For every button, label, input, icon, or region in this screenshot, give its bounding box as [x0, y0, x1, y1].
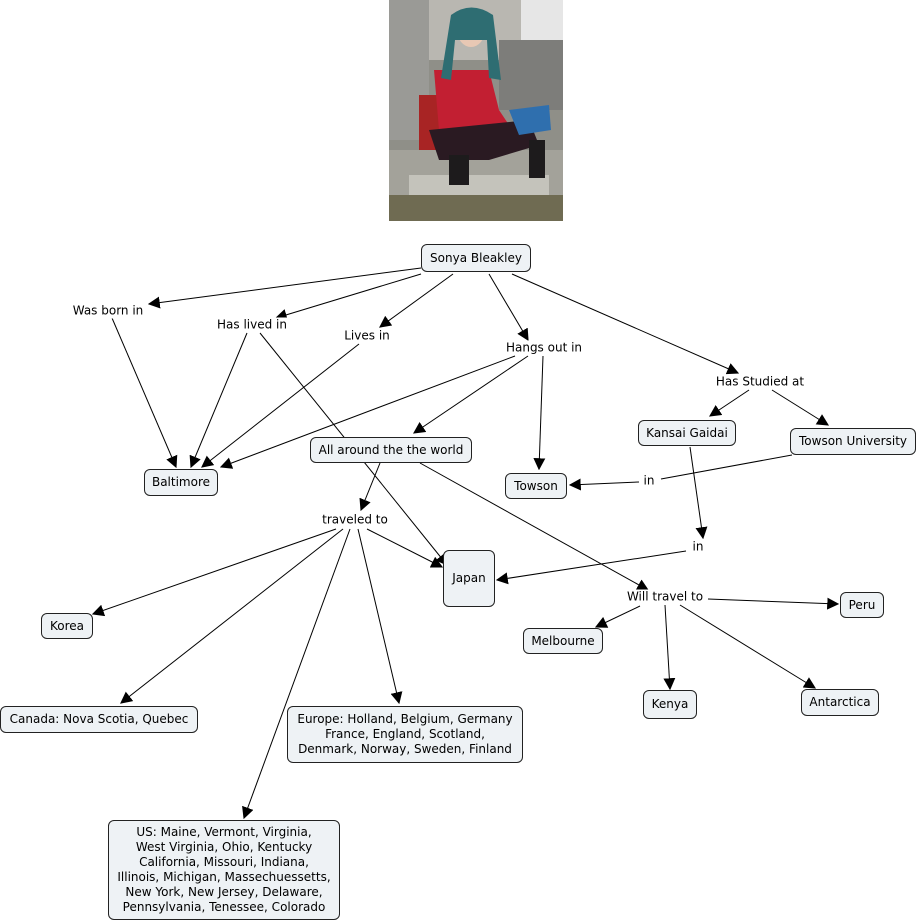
- concept-antarctica[interactable]: Antarctica: [801, 689, 879, 716]
- link-has-studied-at: Has Studied at: [713, 374, 807, 390]
- edge-traveled-to-europe: [357, 528, 403, 705]
- edge-hangs-to-baltimore: [219, 355, 516, 469]
- edge-will-to-peru: [707, 597, 840, 610]
- edge-studied-to-kansai: [709, 389, 750, 417]
- edge-sonya-to-lived: [274, 273, 422, 321]
- concept-peru[interactable]: Peru: [840, 592, 884, 618]
- concept-melbourne[interactable]: Melbourne: [523, 628, 603, 654]
- edge-will-to-kenya: [663, 604, 676, 691]
- profile-photo: [389, 0, 563, 221]
- concept-europe[interactable]: Europe: Holland, Belgium, Germany France…: [287, 706, 523, 763]
- link-will-travel-to: Will travel to: [624, 589, 706, 605]
- concept-kenya[interactable]: Kenya: [643, 690, 697, 719]
- edge-lived-to-baltimore: [189, 332, 248, 469]
- link-hangs-out-in: Hangs out in: [503, 340, 585, 356]
- edge-sonya-to-lives: [379, 273, 454, 328]
- edge-sonya-to-hangs: [488, 273, 529, 342]
- link-in-kansai: in: [690, 539, 706, 555]
- edge-hangs-to-towson: [533, 355, 546, 471]
- concept-baltimore[interactable]: Baltimore: [144, 469, 218, 496]
- link-in-towson: in: [641, 473, 657, 489]
- person-photo-icon: [389, 0, 563, 221]
- edge-born-to-baltimore: [111, 317, 178, 469]
- concept-japan[interactable]: Japan: [443, 550, 495, 607]
- concept-towson[interactable]: Towson: [505, 473, 567, 499]
- edge-in-to-japan: [495, 550, 687, 585]
- concept-kansai-gaidai[interactable]: Kansai Gaidai: [638, 420, 736, 446]
- edge-kansai-to-in: [689, 446, 708, 540]
- edge-towsonu-to-in: [660, 454, 793, 480]
- edge-will-to-antarctica: [679, 604, 817, 689]
- edge-traveled-to-us: [242, 528, 351, 820]
- edge-will-to-melbourne: [594, 605, 641, 628]
- edge-traveled-to-japan: [366, 528, 444, 568]
- concept-us[interactable]: US: Maine, Vermont, Virginia, West Virgi…: [108, 820, 340, 920]
- edge-sonya-to-born: [147, 267, 422, 309]
- edge-world-to-traveled: [359, 462, 381, 512]
- edge-traveled-to-korea: [91, 528, 337, 617]
- link-lives-in: Lives in: [342, 328, 392, 344]
- edge-hangs-to-world: [413, 355, 529, 434]
- link-has-lived-in: Has lived in: [215, 317, 289, 333]
- concept-sonya-bleakley[interactable]: Sonya Bleakley: [421, 244, 531, 272]
- edge-in-to-towson: [568, 478, 640, 491]
- edge-lives-to-baltimore: [201, 343, 360, 468]
- link-was-born-in: Was born in: [70, 303, 146, 319]
- concept-korea[interactable]: Korea: [41, 613, 93, 639]
- concept-canada[interactable]: Canada: Nova Scotia, Quebec: [0, 706, 198, 733]
- edge-world-to-will: [419, 462, 650, 591]
- edge-traveled-to-canada: [120, 528, 344, 704]
- concept-towson-university[interactable]: Towson University: [790, 428, 916, 455]
- edge-sonya-to-studied: [511, 273, 740, 375]
- edge-studied-to-towsonu: [771, 389, 830, 426]
- link-traveled-to: traveled to: [320, 512, 390, 528]
- concept-all-around-the-world[interactable]: All around the the world: [310, 437, 472, 463]
